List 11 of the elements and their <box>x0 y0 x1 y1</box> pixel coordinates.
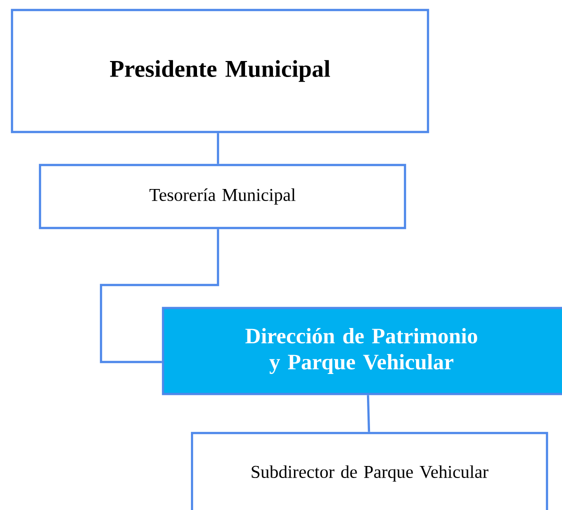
connector-line <box>100 229 220 364</box>
connector-line <box>366 395 370 432</box>
title-box <box>10 8 430 134</box>
node-label: Tesorería Municipal <box>150 188 296 205</box>
highlighted-box <box>162 306 562 396</box>
node-label: Dirección de Patrimonio y Parque Vehicular <box>245 328 478 374</box>
connector-line <box>216 133 220 164</box>
org-box <box>190 432 548 510</box>
node-label: Presidente Municipal <box>110 60 330 82</box>
org-box <box>38 164 406 230</box>
node-label: Subdirector de Parque Vehicular <box>252 465 488 482</box>
